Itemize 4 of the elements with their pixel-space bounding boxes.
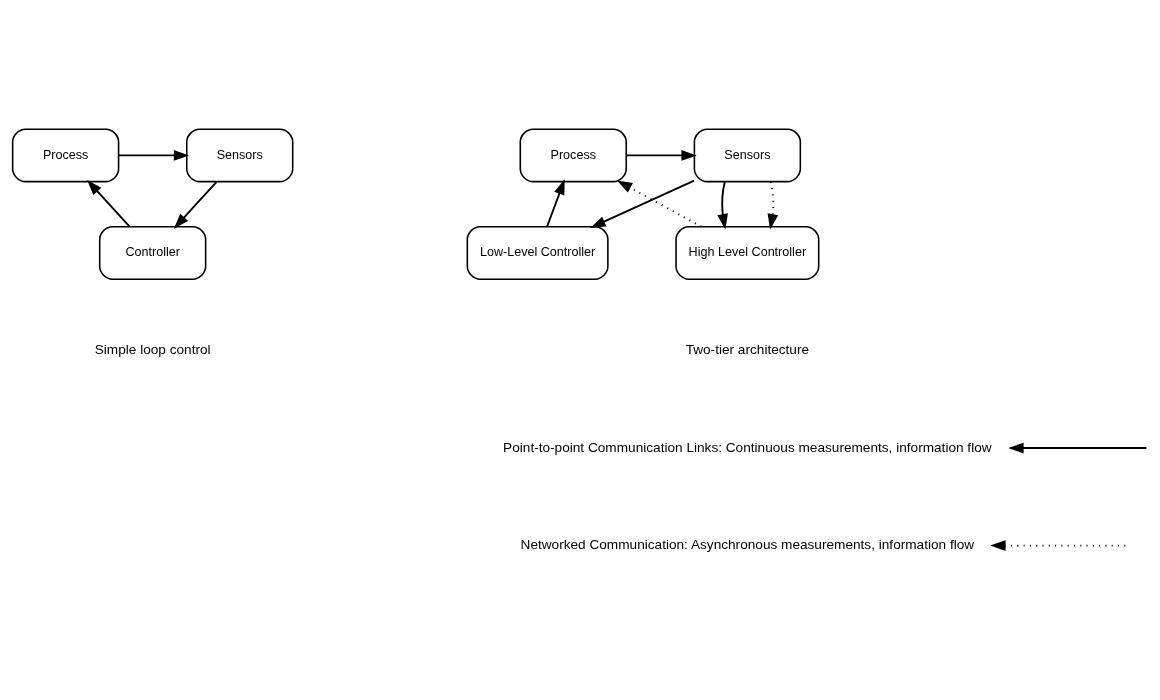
legend-label: Networked Communication: Asynchronous measurements, information flow [520, 536, 975, 552]
label: Simple loop control [94, 341, 211, 357]
label: Two-tier architecture [685, 341, 810, 357]
legend-label: Point-to-point Communication Links: Continuous measurements, information flow [503, 439, 992, 455]
